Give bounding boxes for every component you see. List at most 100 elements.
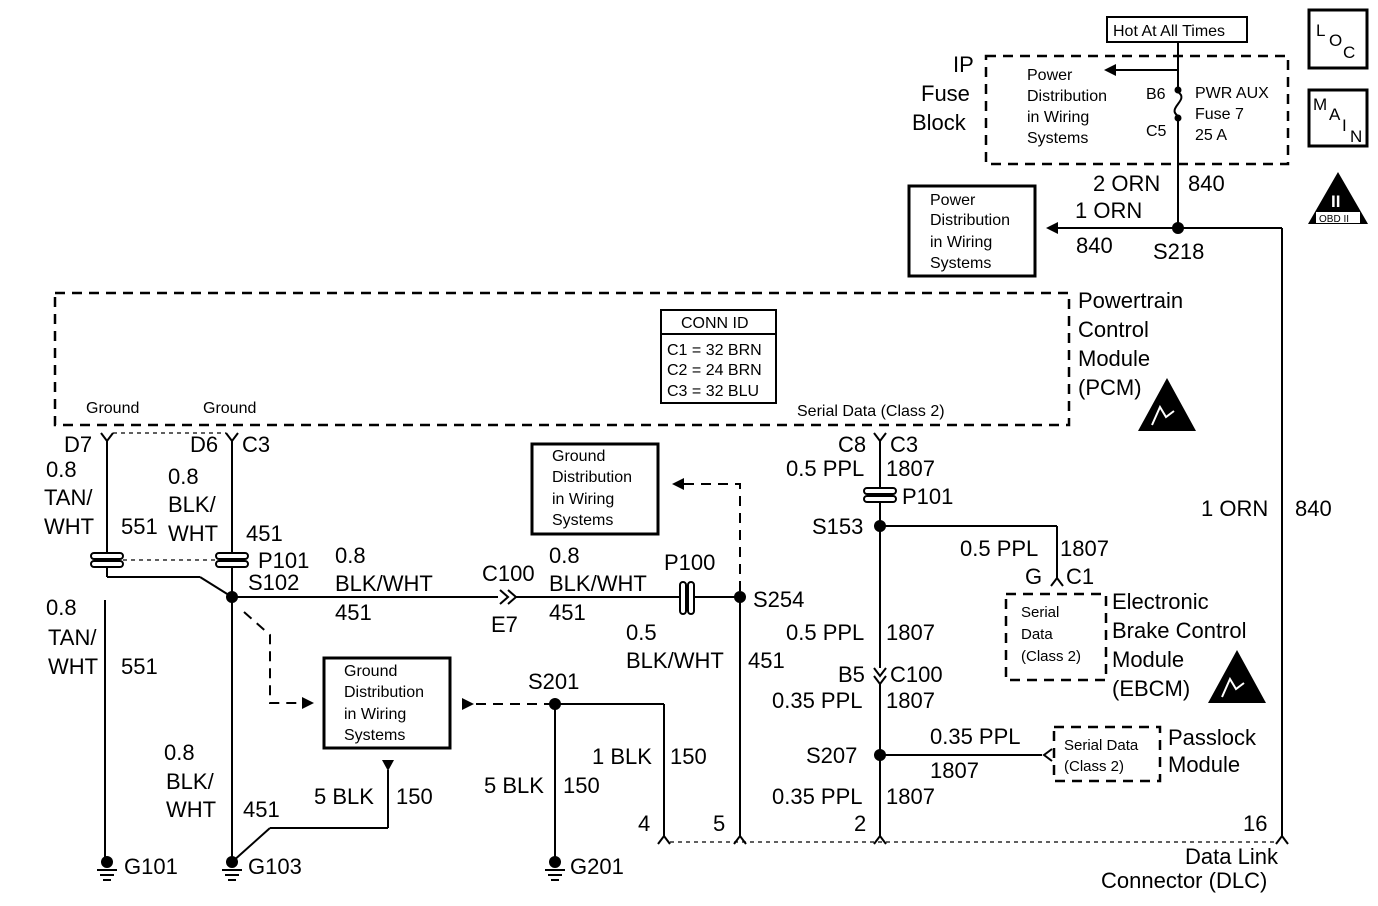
svg-text:1807: 1807 (886, 688, 935, 713)
main-letter-i: I (1342, 116, 1347, 135)
svg-text:150: 150 (563, 773, 600, 798)
pin-g: G (1025, 564, 1042, 589)
pin-c3-left: C3 (242, 432, 270, 457)
svg-text:0.8: 0.8 (46, 457, 77, 482)
svg-text:0.5: 0.5 (626, 620, 657, 645)
splice-label-s153: S153 (812, 514, 863, 539)
svg-text:C1 = 32 BRN: C1 = 32 BRN (667, 342, 762, 359)
svg-text:Distribution: Distribution (344, 684, 424, 701)
svg-text:Serial: Serial (1021, 604, 1059, 621)
svg-text:0.8: 0.8 (164, 740, 195, 765)
svg-text:1807: 1807 (930, 758, 979, 783)
svg-text:5 BLK: 5 BLK (484, 773, 544, 798)
connector-label-c100-serial: C100 (890, 662, 943, 687)
fuse-pd-line1: Power (1027, 67, 1073, 84)
obd-ii-badge: II OBD II (1308, 172, 1368, 225)
mid-ground-circuits: 0.8 BLK/WHT 451 C100 E7 0.8 BLK/WHT 451 … (232, 442, 804, 881)
svg-text:BLK/WHT: BLK/WHT (626, 648, 724, 673)
arrow-left-icon (1104, 64, 1116, 76)
svg-text:0.35 PPL: 0.35 PPL (772, 688, 863, 713)
splice-label-s254: S254 (753, 587, 804, 612)
svg-text:Ground: Ground (344, 663, 397, 680)
svg-text:(Class 2): (Class 2) (1064, 758, 1124, 775)
hot-at-all-times-label: Hot At All Times (1106, 16, 1248, 43)
pin-d6: D6 (190, 432, 218, 457)
pin-b5: B5 (838, 662, 865, 687)
svg-text:1807: 1807 (1060, 536, 1109, 561)
fuse-pd-line4: Systems (1027, 130, 1088, 147)
wire-top-color-2: 1 ORN (1075, 198, 1142, 223)
arrow-down-icon (382, 760, 394, 771)
dlc-pin-16: 16 (1243, 811, 1267, 836)
svg-text:BLK/: BLK/ (168, 492, 217, 517)
splice-label-s102: S102 (248, 570, 299, 595)
fuse-block-label-2: Fuse (921, 81, 970, 106)
pcm-module: Powertrain Control Module (PCM) CONN ID … (53, 288, 1196, 431)
ground-distribution-box-bottom: Ground Distribution in Wiring Systems (322, 656, 452, 750)
svg-text:1807: 1807 (886, 784, 935, 809)
svg-text:0.8: 0.8 (168, 464, 199, 489)
dlc-pin-2: 2 (854, 811, 866, 836)
conn-id-table: CONN ID C1 = 32 BRN C2 = 24 BRN C3 = 32 … (660, 309, 777, 404)
svg-text:(Class 2): (Class 2) (1021, 648, 1081, 665)
fuse-name-1: PWR AUX (1195, 85, 1269, 102)
splice-label-s218: S218 (1153, 239, 1204, 264)
svg-text:WHT: WHT (44, 514, 94, 539)
svg-text:451: 451 (748, 648, 785, 673)
svg-text:0.8: 0.8 (335, 543, 366, 568)
ground-g103-icon (222, 856, 242, 881)
svg-text:0.5 PPL: 0.5 PPL (786, 456, 864, 481)
svg-text:Electronic: Electronic (1112, 589, 1209, 614)
connector-label-c100: C100 (482, 561, 535, 586)
svg-text:Distribution: Distribution (552, 469, 632, 486)
svg-text:0.5 PPL: 0.5 PPL (960, 536, 1038, 561)
pcm-label-2: Control (1078, 317, 1149, 342)
left-ground-circuits: D7 D6 C3 0.8 TAN/ WHT 551 0.8 BLK/ WHT 4… (44, 432, 433, 881)
dlc-pin-5: 5 (713, 811, 725, 836)
ground-label-g103: G103 (248, 854, 302, 879)
esd-warning-icon (1208, 650, 1266, 703)
loc-letter-c: C (1343, 43, 1355, 62)
svg-text:451: 451 (549, 600, 586, 625)
svg-text:0.5 PPL: 0.5 PPL (786, 620, 864, 645)
svg-text:Module: Module (1168, 752, 1240, 777)
svg-text:in Wiring: in Wiring (344, 706, 406, 723)
svg-text:BLK/WHT: BLK/WHT (335, 571, 433, 596)
ground-g201-icon (545, 856, 565, 881)
svg-text:WHT: WHT (48, 654, 98, 679)
svg-text:WHT: WHT (168, 521, 218, 546)
svg-text:C2 = 24 BRN: C2 = 24 BRN (667, 362, 762, 379)
main-letter-m: M (1313, 95, 1327, 114)
svg-text:1807: 1807 (886, 456, 935, 481)
obd-caption: OBD II (1319, 214, 1349, 225)
svg-text:551: 551 (121, 654, 158, 679)
svg-text:Distribution: Distribution (930, 212, 1010, 229)
pin-c8: C8 (838, 432, 866, 457)
svg-text:Power: Power (930, 192, 976, 209)
svg-text:TAN/: TAN/ (48, 625, 97, 650)
dlc-pin-4: 4 (638, 811, 650, 836)
svg-text:0.35 PPL: 0.35 PPL (772, 784, 863, 809)
svg-text:1807: 1807 (886, 620, 935, 645)
connector-label-e7: E7 (491, 612, 518, 637)
right-wire-color: 1 ORN (1201, 496, 1268, 521)
svg-text:(EBCM): (EBCM) (1112, 676, 1190, 701)
svg-text:451: 451 (335, 600, 372, 625)
pin-c3-serial: C3 (890, 432, 918, 457)
arrow-left-icon (672, 478, 684, 490)
svg-text:0.35 PPL: 0.35 PPL (930, 724, 1021, 749)
svg-text:Passlock: Passlock (1168, 725, 1257, 750)
pcm-label-4: (PCM) (1078, 375, 1142, 400)
svg-text:5 BLK: 5 BLK (314, 784, 374, 809)
main-letter-n: N (1350, 127, 1362, 146)
esd-warning-icon (1138, 378, 1196, 431)
connector-p101-left (90, 552, 249, 568)
svg-text:BLK/WHT: BLK/WHT (549, 571, 647, 596)
connector-c100-serial-icon (873, 667, 887, 678)
svg-text:in Wiring: in Wiring (552, 491, 614, 508)
pcm-serial-data-label: Serial Data (Class 2) (797, 403, 945, 420)
fuse-name-2: Fuse 7 (1195, 106, 1244, 123)
pcm-label-3: Module (1078, 346, 1150, 371)
svg-text:451: 451 (246, 521, 283, 546)
